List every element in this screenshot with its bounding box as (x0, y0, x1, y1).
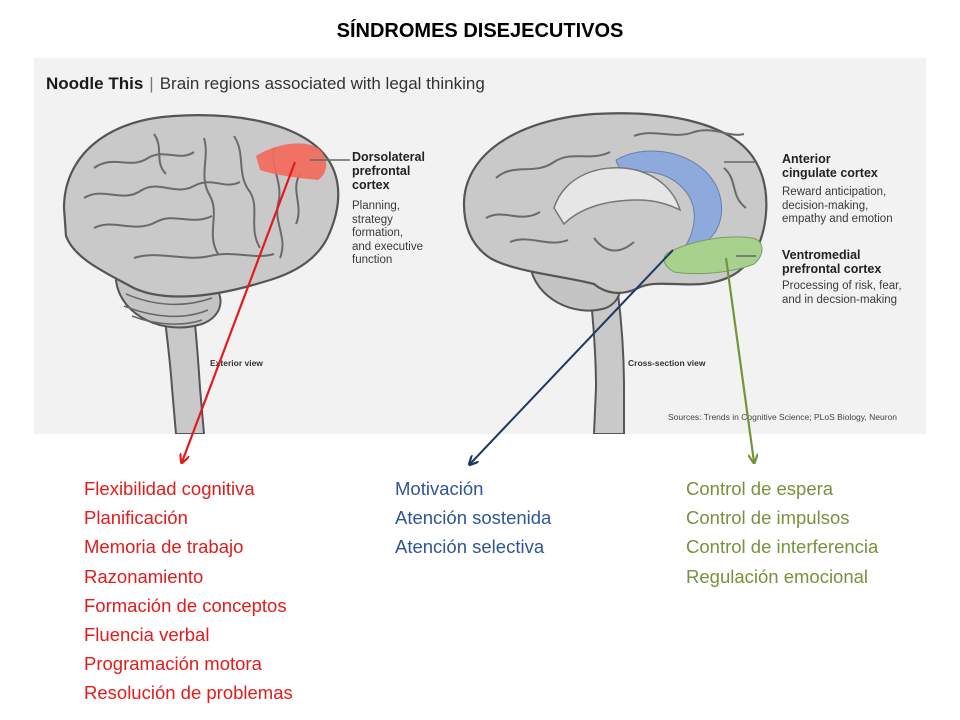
list-item: Programación motora (84, 653, 262, 675)
list-item: Atención selectiva (395, 536, 545, 558)
red-arrow (182, 161, 297, 462)
blue-arrow (470, 249, 674, 464)
sources-note: Sources: Trends in Cognitive Science; PL… (668, 412, 897, 422)
green-arrow (724, 257, 754, 462)
list-item: Control de interferencia (686, 536, 879, 558)
brain-illustrations (62, 112, 768, 435)
acc-description: Reward anticipation, decision-making, em… (782, 186, 893, 225)
list-item: Control de espera (686, 478, 834, 499)
figure-header: Noodle This | Brain regions associated wit… (46, 74, 485, 94)
list-item: Planificación (84, 507, 188, 529)
vmpfc-description: Processing of risk, fear, and in decsion… (782, 280, 902, 306)
figure-header-separator: | (149, 74, 154, 93)
list-item: Regulación emocional (686, 565, 869, 587)
list-item: Memoria de trabajo (84, 536, 244, 558)
cross-section-view-label: Cross-section view (628, 358, 706, 368)
vmpfc-title: Ventromedial prefrontal cortex (782, 248, 882, 276)
vmpfc-region (663, 236, 763, 275)
list-item: Motivación (395, 478, 484, 499)
figure-header-text: Brain regions associated with legal thin… (159, 74, 485, 93)
page-title: SÍNDROMES DISEJECUTIVOS (336, 20, 624, 42)
brain-figure: Noodle This | Brain regions associated wit… (34, 58, 926, 435)
list-item: Flexibilidad cognitiva (84, 478, 255, 499)
dlpfc-region (256, 143, 327, 180)
list-item: Formación de conceptos (84, 594, 287, 616)
dlpfc-description: Planning, strategy formation, and execut… (352, 200, 423, 266)
acc-title: Anterior cingulate cortex (782, 152, 878, 180)
dlpfc-title: Dorsolateral prefrontal cortex (352, 150, 425, 192)
figure-header-brand: Noodle This (46, 74, 144, 93)
blue-function-list: Motivación Atención sostenida Atención s… (395, 474, 551, 562)
list-item: Resolución de problemas (84, 682, 293, 704)
exterior-view-label: Exterior view (210, 358, 263, 368)
list-item: Fluencia verbal (84, 624, 210, 646)
exterior-brain (62, 114, 350, 435)
cross-section-brain (462, 112, 768, 435)
green-function-list: Control de espera Control de impulsos Co… (686, 474, 878, 591)
list-item: Control de impulsos (686, 507, 850, 529)
red-function-list: Flexibilidad cognitiva Planificación Mem… (84, 474, 293, 708)
list-item: Atención sostenida (395, 507, 552, 529)
list-item: Razonamiento (84, 565, 204, 587)
